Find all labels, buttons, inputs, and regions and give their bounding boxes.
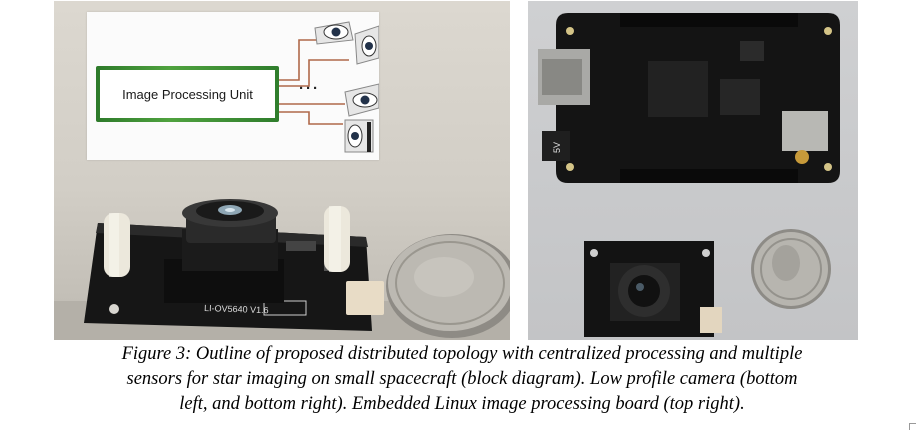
power-label: 5V [552,142,562,153]
camera-lens-assembly [164,199,284,303]
ribbon-connector [346,281,384,315]
sensor-eye-icon [344,83,379,117]
caption-line: Figure 3: Outline of proposed distribute… [121,344,803,364]
quarter-coin [751,229,831,309]
sensor-eye-icon [354,25,379,65]
caption-line: sensors for star imaging on small spacec… [126,369,798,389]
diagram-wiring [279,21,379,153]
camera-module-illustration: LI-OV5640 V1.6 [54,199,510,340]
image-processing-unit-inner: Image Processing Unit [100,70,275,118]
linux-board-illustration: 5V [538,13,840,337]
image-processing-unit-label: Image Processing Unit [122,86,253,102]
quarter-coin [386,234,510,338]
figure-caption: Figure 3: Outline of proposed distribute… [0,342,924,417]
sensor-eye-icon [314,21,354,45]
corner-mark [909,423,916,430]
image-processing-unit-block: Image Processing Unit [96,66,279,122]
linux-board-photo: 5V [528,1,858,340]
board-silkscreen: LI-OV5640 V1.6 [204,303,269,315]
more-sensors-ellipsis: ··· [299,80,320,97]
embedded-linux-board: 5V [538,13,840,183]
diagram-wires [279,39,349,125]
caption-line: left, and bottom right). Embedded Linux … [179,394,745,414]
sensor-eye-icon [344,119,374,153]
low-profile-camera [584,241,722,337]
nylon-standoffs [104,206,350,277]
camera-module-photo: LI-OV5640 V1.6 [54,1,510,340]
power-jack [542,131,570,161]
usb-port [782,111,828,151]
block-diagram: Image Processing Unit ··· [87,12,379,160]
